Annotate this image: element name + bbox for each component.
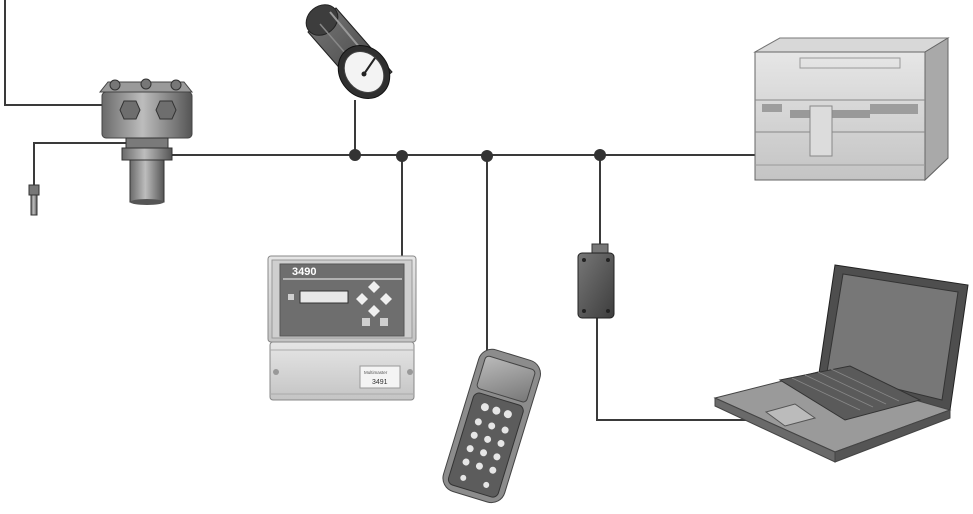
controller-3490-icon [267, 255, 417, 401]
bus-node-gauge [349, 149, 361, 161]
display-gauge-icon [305, 4, 393, 99]
wires [4, 0, 760, 421]
bus-node-controller [396, 150, 408, 162]
wire-top-left [4, 0, 108, 106]
bus-node-adapter [594, 149, 606, 161]
relay-brand-label: Multimaster [364, 370, 388, 375]
relay-model-label: 3491 [372, 379, 388, 386]
laptop-icon [713, 264, 969, 463]
controller-model-label: 3490 [292, 266, 316, 278]
temperature-probe-icon [28, 184, 40, 216]
plc-icon [753, 37, 950, 182]
bus-node-handheld [481, 150, 493, 162]
interface-adapter-icon [577, 243, 615, 319]
ultrasonic-transducer-icon [98, 78, 194, 205]
handheld-communicator-icon [442, 348, 541, 504]
wire-probe [33, 142, 126, 185]
wire-adapter-laptop [596, 318, 750, 421]
